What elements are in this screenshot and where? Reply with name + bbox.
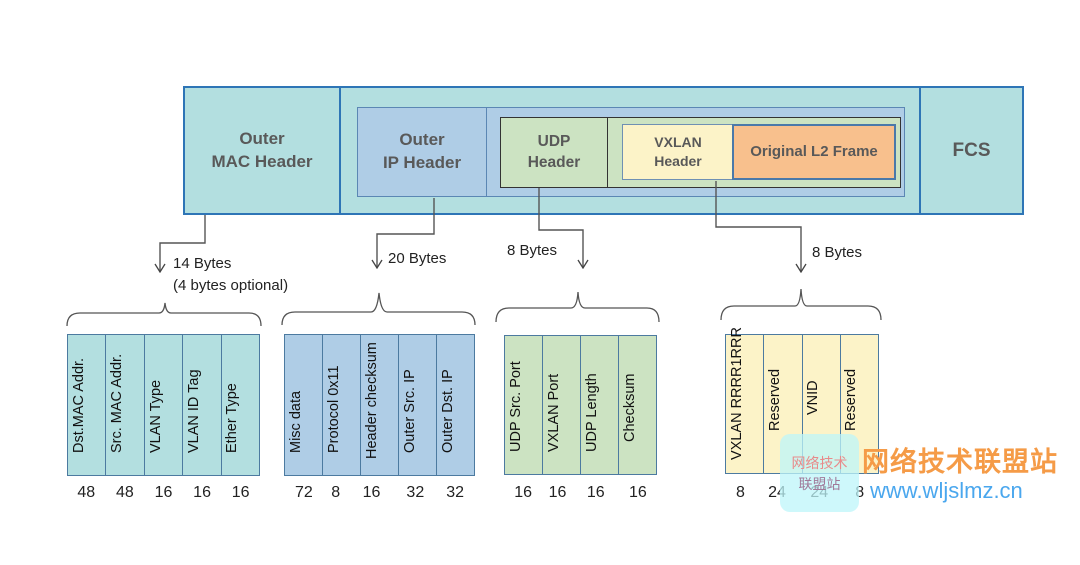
bit-count: 8 (735, 484, 745, 501)
watermark-badge: 网络技术 联盟站 (780, 434, 859, 512)
bit-count: 16 (193, 484, 211, 501)
field-vxlan-port: VXLAN Port (543, 336, 581, 474)
vxlan-brace (720, 288, 882, 321)
field-label: UDP Length (583, 373, 600, 452)
field-src-mac: Src. MAC Addr. (106, 335, 145, 475)
field-misc-data: Misc data (285, 335, 323, 475)
field-udp-checksum: Checksum (619, 336, 656, 474)
bit-count: 16 (362, 484, 381, 501)
mac-connector (160, 215, 206, 272)
bit-count: 8 (855, 484, 865, 501)
field-label: Dst.MAC Addr. (70, 357, 87, 453)
field-dst-mac: Dst.MAC Addr. (68, 335, 107, 475)
watermark-url: www.wljslmz.cn (870, 478, 1023, 503)
field-label: UDP Src. Port (507, 361, 524, 452)
bit-count: 16 (154, 484, 173, 501)
field-vnid: VNID (803, 335, 841, 473)
bit-count: 48 (115, 484, 134, 501)
udp-header: UDP Header (501, 118, 608, 187)
mac-size-label: 14 Bytes (4 bytes optional) (173, 255, 289, 294)
mac-bits: 48 48 16 16 16 (67, 484, 260, 502)
watermark-site-name: 网络技术联盟站 (862, 447, 1058, 477)
original-l2-frame: Original L2 Frame (732, 124, 896, 180)
field-protocol: Protocol 0x11 (323, 335, 361, 475)
bit-count: 16 (514, 484, 533, 501)
ip-size-label: 20 Bytes (388, 250, 447, 267)
field-label: Header checksum (363, 342, 380, 459)
bit-count: 16 (231, 484, 250, 501)
watermark-badge-line2: 联盟站 (798, 476, 841, 492)
field-label: Outer Src. IP (401, 369, 418, 453)
field-label: VLAN ID Tag (185, 369, 202, 453)
field-vlan-type: VLAN Type (145, 335, 184, 475)
field-header-checksum: Header checksum (361, 335, 399, 475)
ip-bits: 72 8 16 32 32 (284, 484, 475, 502)
field-label: VLAN Type (147, 379, 164, 453)
field-label: Ether Type (224, 383, 241, 453)
divider-mac-payload (339, 86, 341, 215)
field-label: Reserved (843, 368, 860, 431)
outer-mac-header: Outer MAC Header (211, 128, 313, 171)
ip-brace (281, 292, 476, 326)
ip-connector (377, 198, 435, 268)
udp-brace (495, 291, 660, 323)
ip-field-group: Misc data Protocol 0x11 Header checksum … (284, 334, 475, 476)
field-label: VXLAN Port (545, 373, 562, 452)
bit-count: 72 (295, 484, 313, 501)
bit-count: 16 (586, 484, 605, 501)
bit-count: 8 (331, 484, 341, 501)
udp-connector (538, 188, 583, 268)
mac-field-group: Dst.MAC Addr. Src. MAC Addr. VLAN Type V… (67, 334, 260, 476)
outer-ip-header: Outer IP Header (358, 108, 487, 196)
udp-bits: 16 16 16 16 (504, 484, 657, 502)
field-label: Reserved (766, 368, 783, 431)
field-label: VNID (805, 380, 822, 415)
bit-count: 48 (77, 484, 96, 501)
mac-brace (66, 302, 262, 327)
field-label: Protocol 0x11 (325, 365, 342, 453)
field-vlan-id-tag: VLAN ID Tag (183, 335, 222, 475)
field-outer-dst-ip: Outer Dst. IP (437, 335, 474, 475)
bit-count: 16 (628, 484, 647, 501)
field-label: Checksum (621, 373, 638, 443)
field-outer-src-ip: Outer Src. IP (399, 335, 437, 475)
field-label: VXLAN RRRR1RRR (728, 327, 745, 460)
field-ether-type: Ether Type (222, 335, 259, 475)
divider-payload-fcs (919, 86, 921, 215)
udp-field-group: UDP Src. Port VXLAN Port UDP Length Chec… (504, 335, 657, 475)
field-label: Misc data (287, 390, 304, 453)
field-udp-length: UDP Length (581, 336, 619, 474)
watermark-badge-line1: 网络技术 (791, 455, 848, 471)
field-vxlan-flags: VXLAN RRRR1RRR (726, 327, 765, 473)
field-label: Outer Dst. IP (439, 369, 456, 453)
vxlan-header: VXLAN Header (622, 124, 734, 180)
vxlan-connector (715, 181, 801, 272)
fcs-block: FCS (952, 139, 991, 161)
bit-count: 16 (548, 484, 567, 501)
field-udp-src-port: UDP Src. Port (505, 336, 543, 474)
bit-count: 32 (446, 484, 465, 501)
field-reserved-1: Reserved (764, 335, 803, 473)
udp-size-label: 8 Bytes (507, 242, 558, 259)
field-label: Src. MAC Addr. (109, 353, 126, 453)
bit-count: 32 (406, 484, 425, 501)
vxlan-size-label: 8 Bytes (812, 244, 863, 261)
